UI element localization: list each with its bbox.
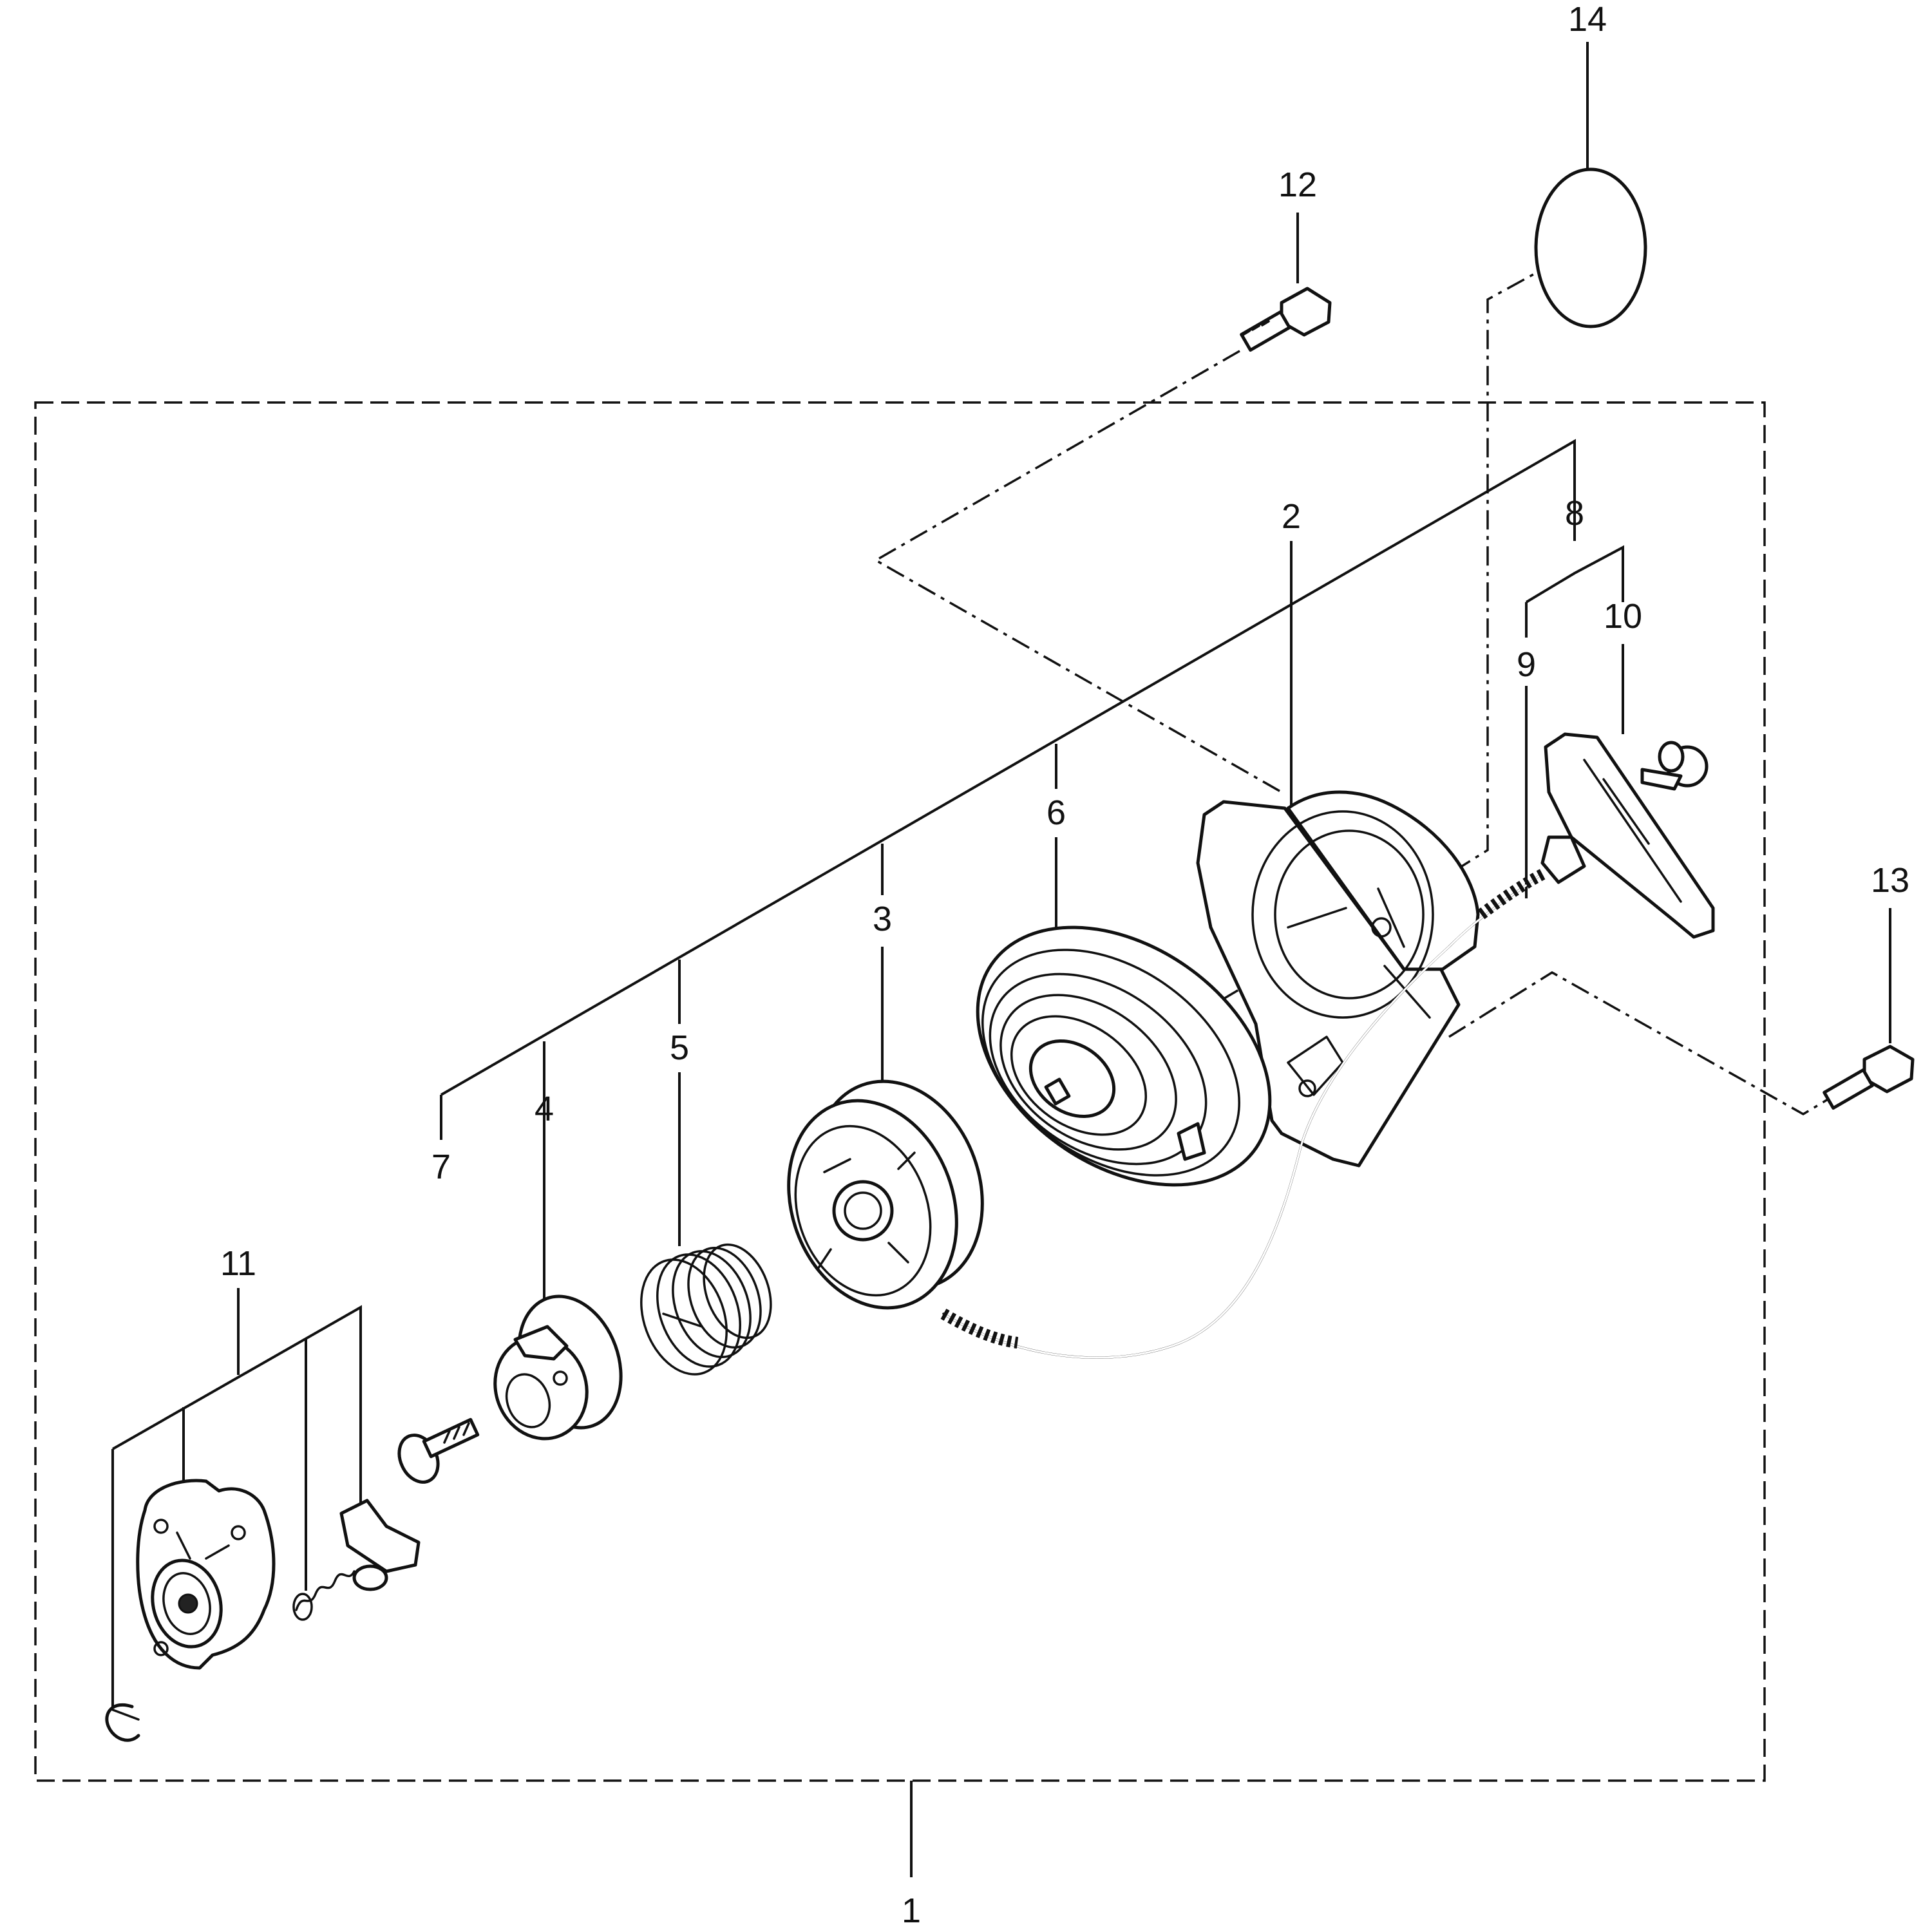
callout-4: 4	[535, 1090, 554, 1128]
callout-2: 2	[1282, 497, 1301, 536]
pawl-spring	[292, 1570, 355, 1621]
coil-spring	[640, 1243, 772, 1376]
leader-bracket-9-10	[1525, 545, 1624, 603]
callout-14: 14	[1568, 0, 1607, 39]
alignment-line-13	[1448, 971, 1836, 1116]
callout-12: 12	[1278, 166, 1317, 204]
callout-3: 3	[873, 900, 892, 938]
center-screw	[397, 1417, 480, 1484]
callout-10: 10	[1604, 597, 1642, 636]
e-clip	[105, 1703, 140, 1742]
callout-11: 11	[220, 1244, 256, 1283]
assembly-boundary	[34, 401, 1766, 1782]
handle-insert	[1640, 741, 1709, 791]
callout-8: 8	[1565, 494, 1584, 533]
starter-housing	[1196, 790, 1480, 1168]
screw-13	[1823, 1045, 1915, 1110]
cord-weave	[940, 1309, 1019, 1349]
flange-assembly	[136, 1479, 276, 1670]
leader-bracket-11b	[112, 1305, 362, 1526]
cap-disc	[1534, 167, 1647, 328]
rope-pulley	[787, 1079, 984, 1310]
alignment-line-12	[873, 350, 1282, 793]
screw-12	[1240, 287, 1332, 352]
callout-5: 5	[670, 1028, 689, 1067]
starter-handle	[1540, 732, 1715, 939]
starter-cord-inner	[943, 875, 1540, 1359]
alignment-line-14	[1410, 243, 1588, 900]
callout-6: 6	[1046, 793, 1066, 832]
callout-1: 1	[902, 1891, 921, 1930]
recoil-spring	[976, 925, 1272, 1187]
leader-bracket-8	[440, 439, 1576, 1096]
ratchet	[493, 1294, 623, 1441]
callout-9: 9	[1517, 645, 1536, 684]
pawl	[339, 1499, 421, 1591]
callout-7: 7	[431, 1148, 451, 1186]
cord-weave-handle	[1477, 867, 1549, 920]
callout-13: 13	[1871, 861, 1909, 900]
